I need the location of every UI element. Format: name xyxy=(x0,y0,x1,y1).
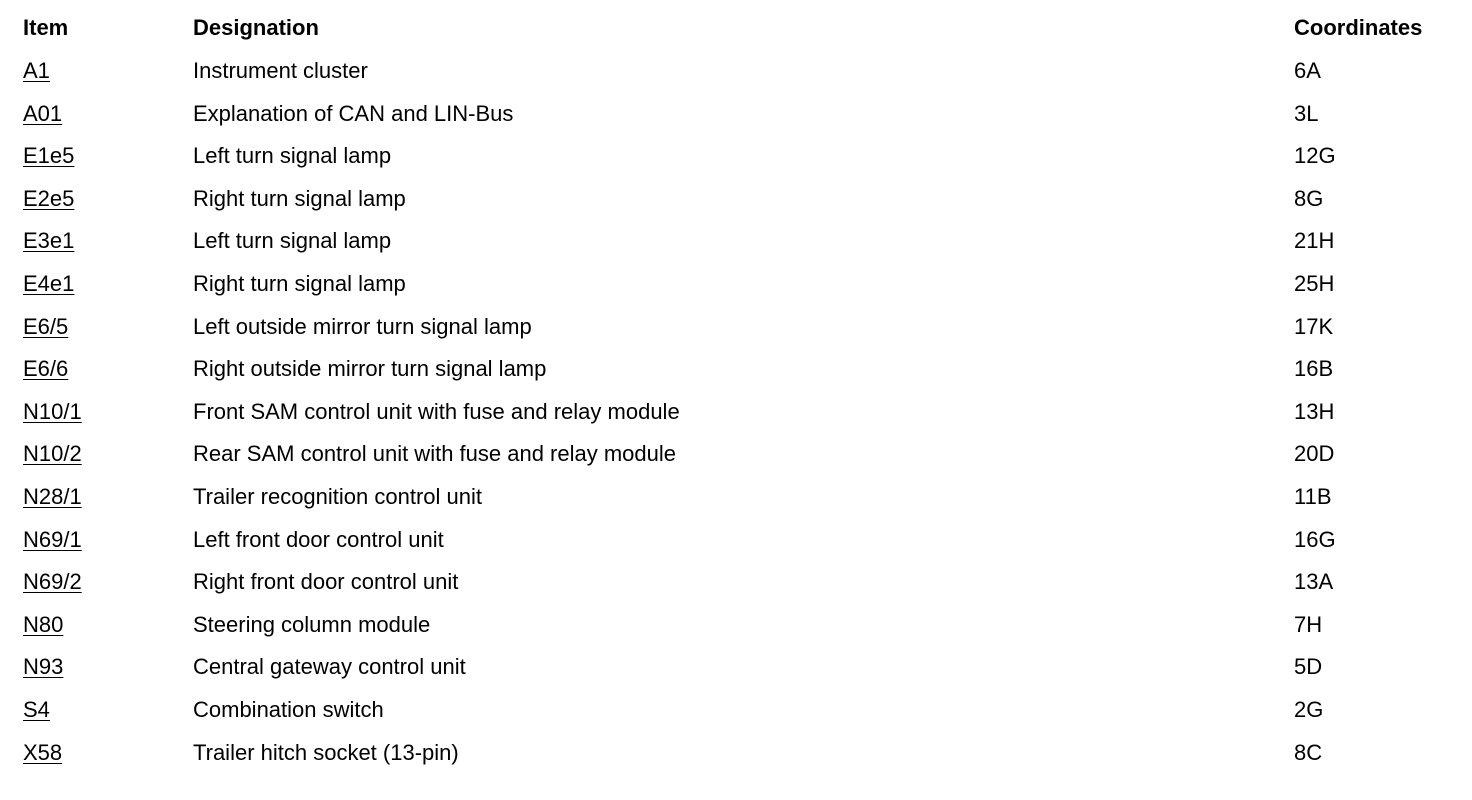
coordinates-cell: 3L xyxy=(1294,100,1319,126)
designation-cell: Front SAM control unit with fuse and rel… xyxy=(193,398,680,424)
item-link[interactable]: E6/5 xyxy=(23,313,69,339)
table-row: N10/2 Rear SAM control unit with fuse an… xyxy=(0,425,1472,468)
coordinates-cell: 20D xyxy=(1294,441,1335,467)
header-item: Item xyxy=(23,15,69,40)
item-link[interactable]: E4e1 xyxy=(23,270,75,296)
item-link[interactable]: E1e5 xyxy=(23,143,75,169)
item-link[interactable]: A1 xyxy=(23,58,50,83)
designation-cell: Central gateway control unit xyxy=(193,654,466,680)
table-row: N80 Steering column module 7H xyxy=(0,596,1472,639)
item-link[interactable]: N69/1 xyxy=(23,526,82,552)
table-row: E2e5 Right turn signal lamp 8G xyxy=(0,170,1472,213)
designation-cell: Explanation of CAN and LIN-Bus xyxy=(193,100,514,126)
designation-cell: Right turn signal lamp xyxy=(193,270,406,296)
coordinates-cell: 16G xyxy=(1294,526,1336,552)
table-row: N28/1 Trailer recognition control unit 1… xyxy=(0,468,1472,511)
header-coordinates: Coordinates xyxy=(1294,15,1423,40)
designation-cell: Left front door control unit xyxy=(193,526,444,552)
coordinates-cell: 12G xyxy=(1294,143,1336,169)
table-row: E1e5 Left turn signal lamp 12G xyxy=(0,127,1472,170)
designation-cell: Left turn signal lamp xyxy=(193,228,392,254)
header-designation: Designation xyxy=(193,15,319,40)
designation-cell: Combination switch xyxy=(193,696,384,722)
item-link[interactable]: S4 xyxy=(23,696,50,722)
table-row: N93 Central gateway control unit 5D xyxy=(0,638,1472,681)
coordinates-cell: 6A xyxy=(1294,58,1321,83)
designation-cell: Right turn signal lamp xyxy=(193,185,406,211)
designation-cell: Trailer recognition control unit xyxy=(193,483,482,509)
table-row: E6/6 Right outside mirror turn signal la… xyxy=(0,340,1472,383)
coordinates-cell: 25H xyxy=(1294,270,1335,296)
table-row: S4 Combination switch 2G xyxy=(0,681,1472,724)
table-row: N69/2 Right front door control unit 13A xyxy=(0,553,1472,596)
item-link[interactable]: E6/6 xyxy=(23,356,69,382)
table-row: E6/5 Left outside mirror turn signal lam… xyxy=(0,298,1472,341)
table-row: A1 Instrument cluster 6A xyxy=(0,42,1472,85)
coordinates-cell: 5D xyxy=(1294,654,1323,680)
coordinates-cell: 13H xyxy=(1294,398,1335,424)
coordinates-cell: 2G xyxy=(1294,696,1324,722)
table-row: E3e1 Left turn signal lamp 21H xyxy=(0,212,1472,255)
table-row: E4e1 Right turn signal lamp 25H xyxy=(0,255,1472,298)
table-row: N69/1 Left front door control unit 16G xyxy=(0,511,1472,554)
item-link[interactable]: N10/2 xyxy=(23,441,82,467)
item-link[interactable]: N93 xyxy=(23,654,64,680)
designation-cell: Right outside mirror turn signal lamp xyxy=(193,356,547,382)
designation-cell: Rear SAM control unit with fuse and rela… xyxy=(193,441,677,467)
coordinates-cell: 8C xyxy=(1294,739,1323,765)
item-link[interactable]: N69/2 xyxy=(23,569,82,595)
designation-cell: Steering column module xyxy=(193,611,431,637)
coordinates-cell: 13A xyxy=(1294,569,1334,595)
coordinates-cell: 8G xyxy=(1294,185,1324,211)
item-link[interactable]: E3e1 xyxy=(23,228,75,254)
designation-cell: Left outside mirror turn signal lamp xyxy=(193,313,532,339)
table-row: X58 Trailer hitch socket (13-pin) 8C xyxy=(0,724,1472,767)
coordinates-cell: 11B xyxy=(1294,483,1332,509)
designation-cell: Right front door control unit xyxy=(193,569,459,595)
designation-cell: Instrument cluster xyxy=(193,58,368,83)
table-row: N10/1 Front SAM control unit with fuse a… xyxy=(0,383,1472,426)
table-header-row: Item Designation Coordinates xyxy=(0,0,1472,42)
item-link[interactable]: N10/1 xyxy=(23,398,82,424)
coordinates-cell: 17K xyxy=(1294,313,1334,339)
item-link[interactable]: N80 xyxy=(23,611,64,637)
coordinates-cell: 7H xyxy=(1294,611,1323,637)
item-link[interactable]: E2e5 xyxy=(23,185,75,211)
table-row: A01 Explanation of CAN and LIN-Bus 3L xyxy=(0,85,1472,128)
designation-cell: Trailer hitch socket (13-pin) xyxy=(193,739,459,765)
item-link[interactable]: X58 xyxy=(23,739,63,765)
item-link[interactable]: N28/1 xyxy=(23,483,82,509)
item-link[interactable]: A01 xyxy=(23,100,63,126)
coordinates-cell: 16B xyxy=(1294,356,1334,382)
designation-cell: Left turn signal lamp xyxy=(193,143,392,169)
coordinates-cell: 21H xyxy=(1294,228,1335,254)
component-legend-table: Item Designation Coordinates A1 Instrume… xyxy=(0,0,1472,767)
